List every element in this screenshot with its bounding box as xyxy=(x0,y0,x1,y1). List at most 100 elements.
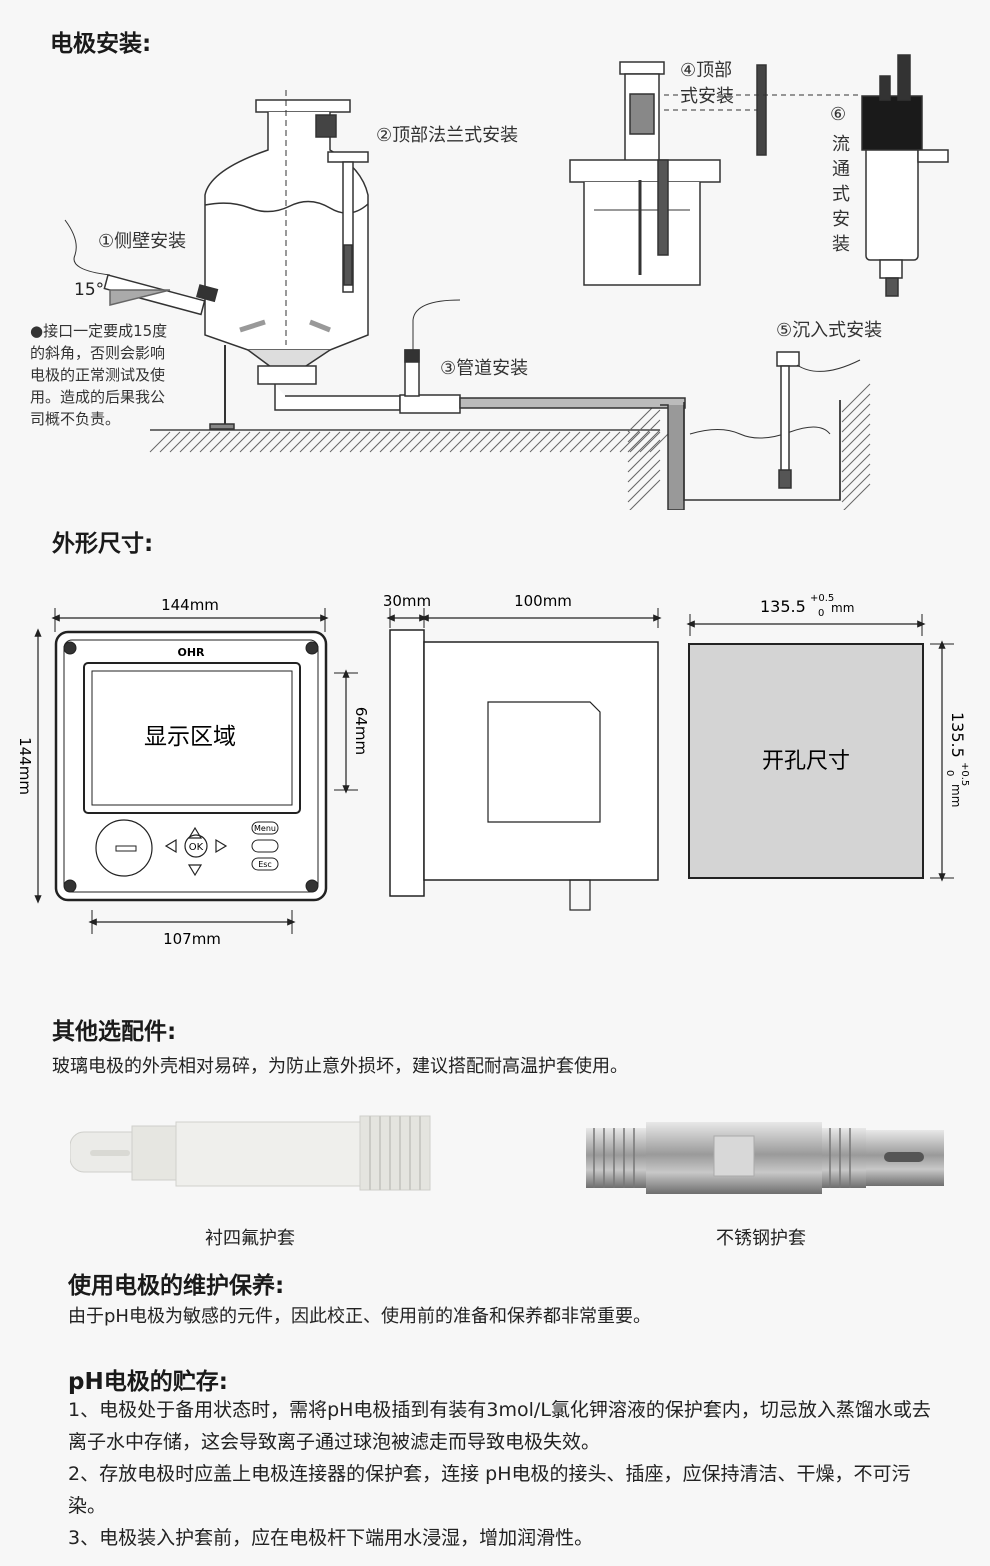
cutout-width-dim: 135.5 +0.5 0 mm xyxy=(760,593,854,619)
note-line: 司概不负责。 xyxy=(30,410,121,428)
ground-hatch xyxy=(569,431,591,453)
note-line: 的斜角，否则会影响 xyxy=(30,344,166,362)
ground-hatch xyxy=(841,453,871,483)
label-flow-c2: 式 xyxy=(832,184,850,205)
ground-hatch xyxy=(399,431,421,453)
label-top-flange: ②顶部法兰式安装 xyxy=(376,125,518,146)
storage-item-3: 3、电极装入护套前，应在电极杆下端用水浸湿，增加润滑性。 xyxy=(68,1527,594,1549)
cutout-width: 135.5 xyxy=(760,597,806,616)
ground-hatch xyxy=(639,431,661,453)
label-submerged: ⑤沉入式安装 xyxy=(776,320,882,341)
ground-hatch xyxy=(841,383,871,413)
ground-hatch xyxy=(509,431,531,453)
ground-hatch xyxy=(579,431,601,453)
ground-hatch xyxy=(627,409,661,443)
ground-hatch xyxy=(329,431,351,453)
ground-hatch xyxy=(609,431,631,453)
ground-hatch xyxy=(627,419,661,453)
ground-hatch xyxy=(489,431,511,453)
ground-hatch xyxy=(841,393,871,423)
ground-hatch xyxy=(627,459,661,493)
ground-hatch xyxy=(379,431,401,453)
ground-hatch xyxy=(199,431,221,453)
label-flow-num: ⑥ xyxy=(830,104,846,125)
ground-hatch xyxy=(429,431,451,453)
ground-hatch xyxy=(299,431,321,453)
ground-hatch xyxy=(479,431,501,453)
accessory-ptfe-image xyxy=(70,1115,431,1191)
dim-side-body: 100mm xyxy=(514,592,572,610)
cutout-unit: mm xyxy=(831,601,854,615)
ground-hatch xyxy=(619,431,641,453)
key-menu: Menu xyxy=(254,824,276,833)
storage-item-1: 1、电极处于备用状态时，需将pH电极插到有装有3mol/L氯化钾溶液的保护套内，… xyxy=(68,1399,931,1453)
ground-hatch xyxy=(589,431,611,453)
label-side-wall: ①侧壁安装 xyxy=(98,231,186,252)
ground-hatch xyxy=(269,431,291,453)
key-ok: OK xyxy=(189,842,204,853)
ground-hatch xyxy=(159,431,181,453)
dims-title: 外形尺寸: xyxy=(52,531,154,557)
side-view xyxy=(386,608,662,911)
ground-hatch xyxy=(627,439,661,473)
ground-hatch xyxy=(189,431,211,453)
key-esc: Esc xyxy=(258,860,272,869)
ground-hatch xyxy=(259,431,281,453)
accessory-steel-image xyxy=(586,1122,944,1194)
label-flow-c4: 装 xyxy=(832,234,850,255)
note-line: ●接口一定要成15度 xyxy=(30,322,168,340)
dim-side-front: 30mm xyxy=(383,592,431,610)
maintenance-text: 由于pH电极为敏感的元件，因此校正、使用前的准备和保养都非常重要。 xyxy=(68,1306,651,1327)
accessories-title: 其他选配件: xyxy=(52,1019,177,1045)
ground-hatch xyxy=(359,431,381,453)
ground-hatch xyxy=(841,433,871,463)
ground-hatch xyxy=(249,431,271,453)
ground xyxy=(149,383,871,510)
accessory-steel-name: 不锈钢护套 xyxy=(716,1228,806,1249)
label-flow-c0: 流 xyxy=(832,134,850,155)
accessories-description: 玻璃电极的外壳相对易碎，为防止意外损坏，建议搭配耐高温护套使用。 xyxy=(52,1056,628,1077)
label-flow-c1: 通 xyxy=(832,159,850,180)
label-flow-c3: 安 xyxy=(832,209,850,230)
ground-hatch xyxy=(149,431,171,453)
cutout-h-tol-plus: +0.5 xyxy=(959,762,970,786)
ground-hatch xyxy=(179,431,201,453)
ground-hatch xyxy=(419,431,441,453)
ground-hatch xyxy=(309,431,331,453)
dimensions-diagram: OHR 显示区域 144mm 144mm 64mm 107mm Menu OK … xyxy=(16,592,970,948)
ground-hatch xyxy=(529,431,551,453)
ground-hatch xyxy=(599,431,621,453)
ground-hatch xyxy=(629,431,651,453)
ground-hatch xyxy=(627,449,661,483)
ground-hatch xyxy=(439,431,461,453)
ground-hatch xyxy=(841,443,871,473)
label-pipe: ③管道安装 xyxy=(440,358,528,379)
ground-hatch xyxy=(629,479,661,510)
dim-front-width: 144mm xyxy=(161,596,219,614)
label-top-line2: 式安装 xyxy=(680,86,734,107)
note-line: 用。造成的后果我公 xyxy=(30,388,166,406)
ground-hatch xyxy=(499,431,521,453)
ground-hatch xyxy=(841,403,871,433)
ground-hatch xyxy=(841,413,871,443)
ground-hatch xyxy=(279,431,301,453)
ground-hatch xyxy=(229,431,251,453)
ground-hatch xyxy=(389,431,411,453)
ground-hatch xyxy=(209,431,231,453)
storage-title: pH电极的贮存: xyxy=(68,1369,228,1395)
dim-front-bottom: 107mm xyxy=(163,930,221,948)
tank xyxy=(64,54,949,510)
cutout-tol-plus: +0.5 xyxy=(810,593,834,604)
ground-hatch xyxy=(469,431,491,453)
note-line: 电极的正常测试及使 xyxy=(30,366,166,384)
front-display-label: 显示区域 xyxy=(144,724,236,750)
ground-hatch xyxy=(549,431,571,453)
maintenance-title: 使用电极的维护保养: xyxy=(68,1273,285,1299)
ground-hatch xyxy=(559,431,581,453)
label-angle: 15° xyxy=(74,280,104,300)
ground-hatch xyxy=(339,431,361,453)
dim-display-height: 64mm xyxy=(352,707,370,755)
ground-hatch xyxy=(449,431,471,453)
ground-hatch xyxy=(319,431,341,453)
accessory-ptfe-name: 衬四氟护套 xyxy=(205,1228,295,1249)
